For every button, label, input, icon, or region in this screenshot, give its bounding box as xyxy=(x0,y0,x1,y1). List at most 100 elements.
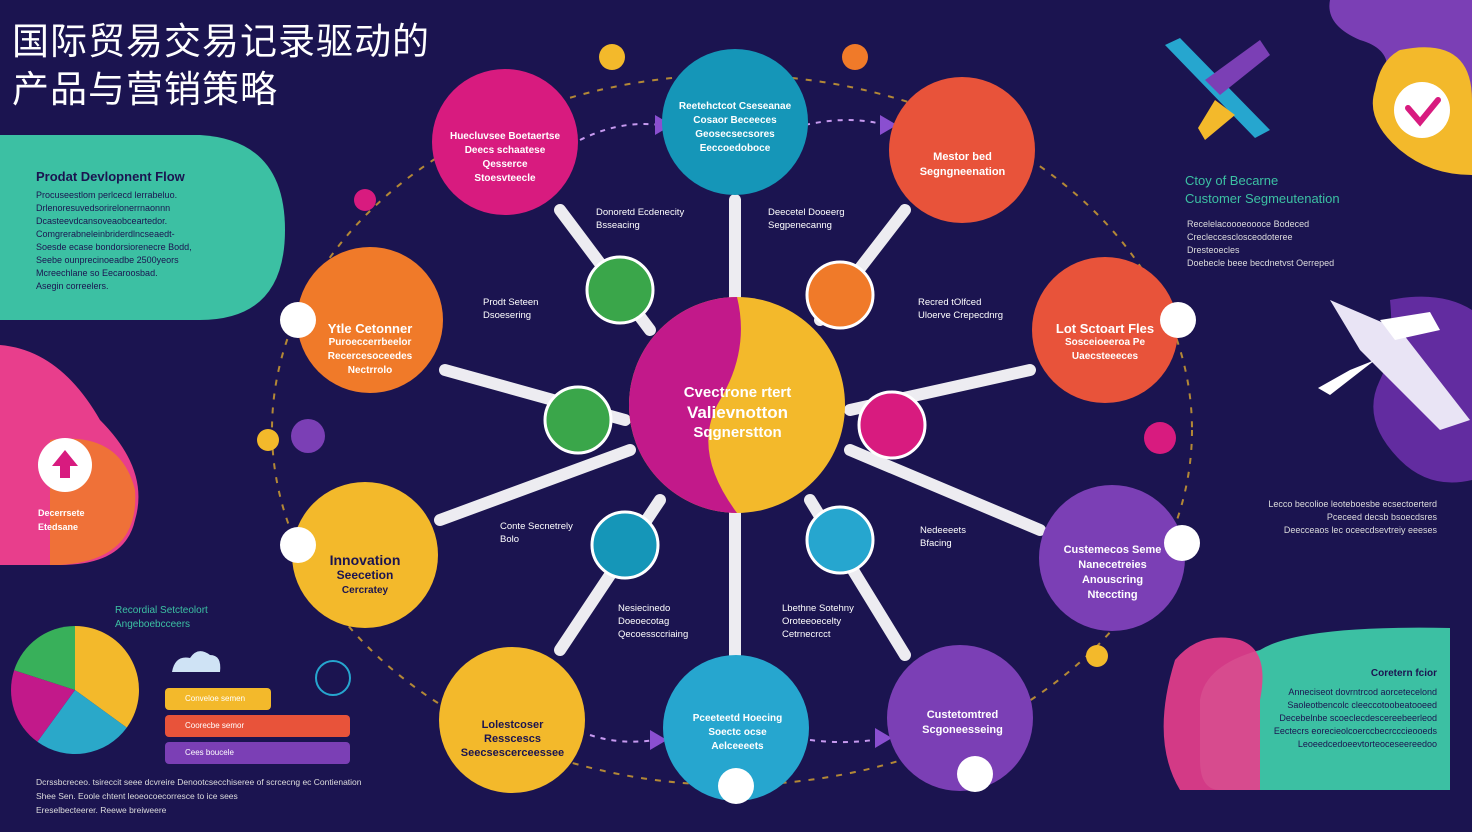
node-text: Deecs schaatese xyxy=(464,145,546,156)
check-icon xyxy=(1405,97,1441,127)
conn-text: Nedeeeets xyxy=(920,525,966,536)
left-panel-line: Procuseestlom perlcecd lerrabeluo. xyxy=(36,190,178,200)
node-text: Mestor bed xyxy=(933,151,992,163)
node-low-left-label: Innovation Seecetion Cercratey xyxy=(300,553,430,598)
bottom-right-panel-shape xyxy=(1200,627,1450,790)
node-text: Qesserce xyxy=(482,159,528,170)
node-text: Aelceeeets xyxy=(711,741,764,752)
left-blob-text-2: Etedsane xyxy=(38,522,79,532)
badge-bottom-right xyxy=(957,756,993,792)
node-text: Resscescs xyxy=(484,733,541,745)
bottom-right-panel: Coretern fcior Anneciseot dovrntrcod aor… xyxy=(1225,667,1437,751)
left-panel-line: Soesde ecase bondorsiorenecre Bodd, xyxy=(36,242,192,252)
node-mid-left-circle xyxy=(297,247,443,393)
connector-right-lower xyxy=(844,444,1046,536)
node-low-left-circle xyxy=(292,482,438,628)
node-text: Reetehctcot Cseseanae xyxy=(678,101,792,112)
node-text: Eeccoedoboce xyxy=(699,143,771,154)
bottom-left-line: Ereselbecteerer. Reewe breiweere xyxy=(36,805,167,815)
node-bot-left-circle xyxy=(439,647,585,793)
conn-text: Doeoecotag xyxy=(618,616,670,627)
connector-label-2: Deecetel Dooeerg Segpenecanng xyxy=(768,206,845,232)
conn-text: Conte Secnetrely xyxy=(500,521,573,532)
center-node-label: Cvectrone rtert Valievnotton Sqgnerstton xyxy=(650,383,825,443)
node-low-right-circle xyxy=(1039,485,1185,631)
node-text: Nteccting xyxy=(1087,589,1138,601)
center-line-1: Cvectrone rtert xyxy=(683,384,792,401)
inner-node-3 xyxy=(543,385,613,455)
node-text: Huecluvsee Boetaertse xyxy=(449,131,561,142)
badge-right-upper xyxy=(1160,302,1196,338)
arrow-head-4 xyxy=(875,728,892,748)
connector-label-8: Lbethne Sotehny Oroteeoecelty Cetrnecrcc… xyxy=(782,602,854,641)
arrow-head-2 xyxy=(880,115,897,135)
legend-bar-3: Cees boucele xyxy=(165,742,350,764)
badge-left-upper xyxy=(280,302,316,338)
dot-deco-1 xyxy=(599,44,625,70)
node-text: Nectrrolo xyxy=(347,365,393,376)
left-info-panel: Prodat Devlopnent Flow Procuseestlom per… xyxy=(36,170,276,293)
pie-slice-blue xyxy=(37,690,127,754)
conn-text: Cetrnecrcct xyxy=(782,629,831,640)
left-panel-line: Seebe ounprecinoeadbe 2500yeors xyxy=(36,255,179,265)
dot-deco-2 xyxy=(842,44,868,70)
dashed-arrow-3 xyxy=(589,734,656,743)
node-text: Custemecos Seme xyxy=(1063,544,1162,556)
left-panel-line: Comgrerabneleinbriderdlncseaedt- xyxy=(36,229,175,239)
check-icon-bg xyxy=(1394,82,1450,138)
conn-text: Bsseacing xyxy=(596,220,640,231)
dot-deco-5 xyxy=(291,419,325,453)
conn-text: Dsoesering xyxy=(483,310,532,321)
dot-deco-3 xyxy=(354,189,376,211)
right-text-line: Pceceed decsb bsoecdsres xyxy=(1326,512,1437,522)
dot-deco-8 xyxy=(315,660,351,696)
right-text-line: Lecco becolioe leoteboesbe ecsectoerterd xyxy=(1268,499,1437,509)
node-text: Sosceioeeroa Pe xyxy=(1064,337,1146,348)
right-text-line: Recelelacoooeoooce Bodeced xyxy=(1187,219,1310,229)
node-text: Seecsescerceessee xyxy=(460,747,565,759)
dot-deco-6 xyxy=(1144,422,1176,454)
inner-node-5 xyxy=(590,510,660,580)
conn-text: Qecoessccriaing xyxy=(618,629,689,640)
conn-text: Lbethne Sotehny xyxy=(782,603,854,614)
right-text-line: Dresteoecles xyxy=(1187,245,1240,255)
node-mid-left-label: Ytle Cetonner Puroeccerrbeelor Recerceso… xyxy=(300,322,440,378)
node-text: Lot Sctoart Fles xyxy=(1055,321,1155,336)
left-panel-line: Asegin correelers. xyxy=(36,281,109,291)
legend-bar-1: Conveloe semen xyxy=(165,688,271,710)
conn-text: Prodt Seteen xyxy=(483,297,539,308)
inner-node-1 xyxy=(585,255,655,325)
dot-deco-7 xyxy=(1086,645,1108,667)
node-text: Puroeccerrbeelor xyxy=(328,337,412,348)
node-text: Seecetion xyxy=(336,568,394,582)
node-text: Stoesvteecle xyxy=(474,173,536,184)
left-blob-text: Decerrsete Etedsane xyxy=(38,506,85,534)
conn-text: Oroteeoecelty xyxy=(782,616,842,627)
conn-text: Nesiecinedo xyxy=(618,603,671,614)
node-top-left-circle xyxy=(432,69,578,215)
connector-label-5: Conte Secnetrely Bolo xyxy=(500,520,573,546)
node-text: Anouscring xyxy=(1081,574,1144,586)
bottom-right-line: Anneciseot dovrntrcod aorcetecelond xyxy=(1288,687,1437,697)
right-heading-2: Customer Segmeutenation xyxy=(1185,191,1340,206)
pie-slice-green xyxy=(14,626,75,690)
bottom-right-line: Saoleotbencolc cleeccotoobeatooeed xyxy=(1287,700,1437,710)
bottom-right-blob xyxy=(1163,637,1263,790)
left-blob-text-1: Decerrsete xyxy=(38,508,85,518)
node-text: Scgoneesseing xyxy=(922,724,1003,736)
left-panel-heading: Prodat Devlopnent Flow xyxy=(36,169,185,184)
airplane-icon-2 xyxy=(1318,300,1470,430)
badge-left-lower xyxy=(280,527,316,563)
conn-text: Donoretd Ecdenecity xyxy=(596,207,685,218)
center-node-overlay xyxy=(629,297,741,513)
inner-node-2 xyxy=(805,260,875,330)
node-low-right-label: Custemecos Seme Nanecetreies Anouscring … xyxy=(1045,543,1180,603)
right-text-line: Doebecle beee becdnetvst Oerreped xyxy=(1187,258,1335,268)
airplane-icon xyxy=(1165,38,1270,140)
page-title-line2: 产品与营销策略 xyxy=(12,68,278,111)
node-top-right-circle xyxy=(889,77,1035,223)
right-section-text-2: Lecco becolioe leoteboesbe ecsectoerterd… xyxy=(1245,498,1437,537)
